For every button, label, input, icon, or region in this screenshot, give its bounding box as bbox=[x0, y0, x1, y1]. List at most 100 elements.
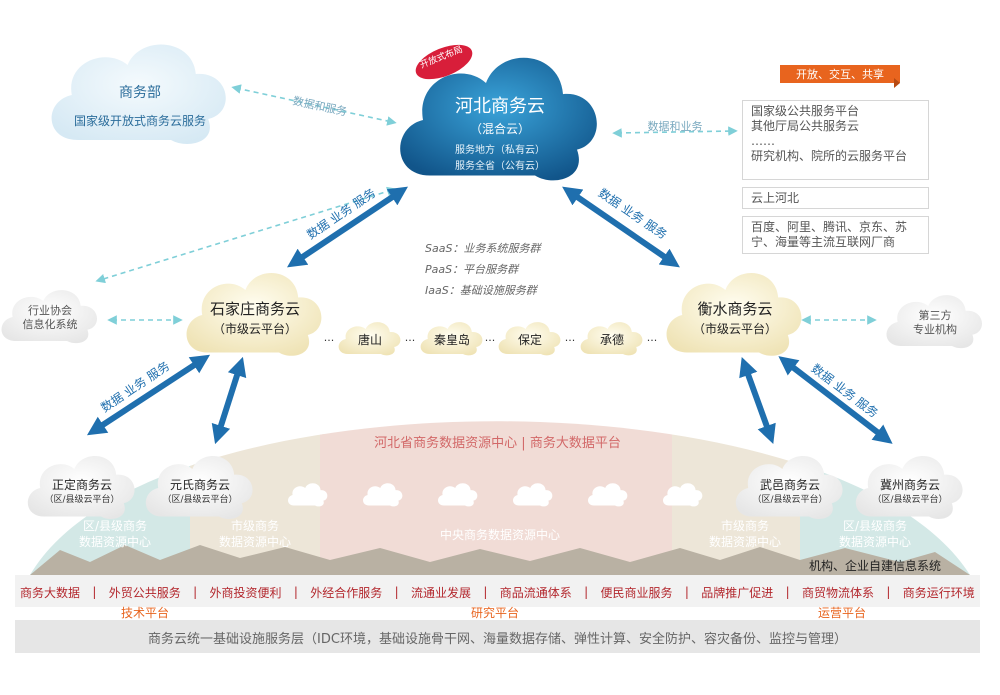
internet-vendors-line: 宁、海量等主流互联网厂商 bbox=[751, 235, 896, 249]
jizhou-title: 冀州商务云 bbox=[879, 478, 940, 492]
left-outer-center: 区/县级商务 数据资源中心 bbox=[60, 518, 170, 550]
service-paas-text: ：平台服务群 bbox=[452, 263, 519, 276]
left-inner-line: 数据资源中心 bbox=[218, 535, 291, 549]
separator: | bbox=[92, 585, 97, 599]
service-item: 商务运行环境 bbox=[902, 585, 975, 600]
infra-layer: 商务云统一基础设施服务层（IDC环境，基础设施骨干网、海量数据存储、弹性计算、安… bbox=[148, 632, 847, 647]
shijiazhuang-title: 石家庄商务云 bbox=[209, 300, 300, 318]
hebei-line1: 服务地方（私有云） bbox=[455, 145, 545, 156]
hengshui-subtitle: （市级云平台） bbox=[692, 322, 777, 336]
service-iaas-text: ：基础设施服务群 bbox=[448, 284, 537, 297]
public-platform-item: …… bbox=[751, 134, 775, 148]
platform-tech: 技术平台 bbox=[120, 606, 169, 620]
services-band bbox=[15, 575, 980, 607]
separator: | bbox=[193, 585, 198, 599]
zhengding-title: 正定商务云 bbox=[51, 478, 112, 492]
orange-badge bbox=[780, 65, 900, 83]
service-item: 外贸公共服务 bbox=[108, 585, 181, 600]
public-platform-item: 研究机构、院所的云服务平台 bbox=[751, 149, 908, 163]
right-inner-line: 市级商务 bbox=[720, 519, 769, 533]
ellipsis-2: ... bbox=[404, 331, 416, 344]
internet-vendors-line: 百度、阿里、腾讯、京东、苏 bbox=[751, 220, 908, 234]
ministry-title: 商务部 bbox=[119, 85, 161, 101]
infra-band bbox=[15, 620, 980, 653]
separator: | bbox=[584, 585, 589, 599]
orange-badge-tail bbox=[894, 78, 900, 88]
service-item: 商品流通体系 bbox=[499, 585, 572, 600]
city-tangshan: 唐山 bbox=[357, 333, 382, 347]
service-saas-text: ：业务系统服务群 bbox=[452, 242, 541, 255]
ellipsis-1: ... bbox=[323, 331, 335, 344]
platform-ops: 运营平台 bbox=[817, 606, 866, 620]
badge-shape bbox=[415, 44, 473, 80]
services-row: 商务大数据| 外贸公共服务| 外商投资便利| 外经合作服务| 流通业发展| 商品… bbox=[20, 583, 975, 601]
city-baoding: 保定 bbox=[517, 333, 542, 347]
jizhou-subtitle: （区/县级云平台） bbox=[872, 495, 948, 505]
hebei-title: 河北商务云 bbox=[455, 96, 545, 117]
service-saas-prefix: SaaS bbox=[425, 242, 453, 255]
hebei-line2: 服务全省（公有云） bbox=[455, 161, 545, 172]
service-item: 便民商业服务 bbox=[600, 585, 673, 600]
right-outer-line: 数据资源中心 bbox=[838, 535, 911, 549]
right-outer-center: 区/县级商务 数据资源中心 bbox=[820, 518, 930, 550]
zhengding-subtitle: （区/县级云平台） bbox=[44, 495, 120, 505]
hengshui-title: 衡水商务云 bbox=[697, 300, 773, 318]
shijiazhuang-subtitle: （市级云平台） bbox=[212, 322, 297, 336]
city-chengde: 承德 bbox=[599, 333, 624, 347]
city-qinhuangdao: 秦皇岛 bbox=[433, 333, 470, 347]
left-outer-line: 数据资源中心 bbox=[78, 535, 151, 549]
separator: | bbox=[483, 585, 488, 599]
separator: | bbox=[394, 585, 399, 599]
wuyi-subtitle: （区/县级云平台） bbox=[752, 495, 828, 505]
service-item: 商贸物流体系 bbox=[802, 585, 875, 600]
industry-subtitle: 信息化系统 bbox=[22, 318, 78, 331]
public-platforms-box: 国家级公共服务平台 其他厅局公共服务云 …… 研究机构、院所的云服务平台 bbox=[742, 100, 929, 180]
self-built-systems: 机构、企业自建信息系统 bbox=[808, 559, 941, 573]
service-saas: SaaS：业务系统服务群 bbox=[425, 240, 585, 256]
left-inner-line: 市级商务 bbox=[230, 519, 279, 533]
separator: | bbox=[886, 585, 891, 599]
mountain-strip bbox=[30, 545, 970, 575]
service-item: 外经合作服务 bbox=[310, 585, 383, 600]
cloud-hebei-box: 云上河北 bbox=[742, 187, 929, 209]
public-platform-item: 其他厅局公共服务云 bbox=[751, 119, 860, 133]
hebei-subtitle: （混合云） bbox=[469, 122, 530, 136]
label-data-business: 数据和业务 bbox=[647, 120, 703, 133]
thirdparty-subtitle: 专业机构 bbox=[913, 323, 957, 336]
dashed-arrows bbox=[95, 84, 877, 325]
ellipsis-3: ... bbox=[484, 331, 496, 344]
solid-arrows bbox=[86, 186, 893, 445]
thirdparty-title: 第三方 bbox=[918, 309, 952, 322]
right-inner-center: 市级商务 数据资源中心 bbox=[690, 518, 800, 550]
right-inner-line: 数据资源中心 bbox=[708, 535, 781, 549]
ellipsis-5: ... bbox=[646, 331, 658, 344]
left-outer-line: 区/县级商务 bbox=[82, 519, 148, 533]
service-paas-prefix: PaaS bbox=[425, 263, 453, 276]
separator: | bbox=[785, 585, 790, 599]
platform-research: 研究平台 bbox=[470, 606, 519, 620]
service-item: 品牌推广促进 bbox=[701, 585, 774, 600]
public-platform-item: 国家级公共服务平台 bbox=[751, 104, 860, 118]
internet-vendors-box: 百度、阿里、腾讯、京东、苏 宁、海量等主流互联网厂商 bbox=[742, 216, 929, 254]
ministry-subtitle: 国家级开放式商务云服务 bbox=[73, 114, 206, 128]
service-iaas: IaaS：基础设施服务群 bbox=[425, 282, 585, 298]
dome-top-label: 河北省商务数据资源中心 | 商务大数据平台 bbox=[374, 436, 621, 451]
yuanshi-subtitle: （区/县级云平台） bbox=[162, 495, 238, 505]
yuanshi-title: 元氏商务云 bbox=[169, 478, 230, 492]
cloud-hebei-label: 云上河北 bbox=[751, 191, 800, 205]
service-item: 商务大数据 bbox=[20, 585, 81, 600]
industry-title: 行业协会 bbox=[28, 304, 72, 317]
central-center: 中央商务数据资源中心 bbox=[439, 528, 560, 542]
open-share-badge: 开放、交互、共享 bbox=[796, 68, 884, 81]
separator: | bbox=[684, 585, 689, 599]
ellipsis-4: ... bbox=[564, 331, 576, 344]
left-inner-center: 市级商务 数据资源中心 bbox=[200, 518, 310, 550]
right-outer-line: 区/县级商务 bbox=[842, 519, 908, 533]
wuyi-title: 武邑商务云 bbox=[759, 478, 820, 492]
service-paas: PaaS：平台服务群 bbox=[425, 261, 585, 277]
service-item: 外商投资便利 bbox=[209, 585, 282, 600]
separator: | bbox=[293, 585, 298, 599]
service-iaas-prefix: IaaS bbox=[425, 284, 449, 297]
